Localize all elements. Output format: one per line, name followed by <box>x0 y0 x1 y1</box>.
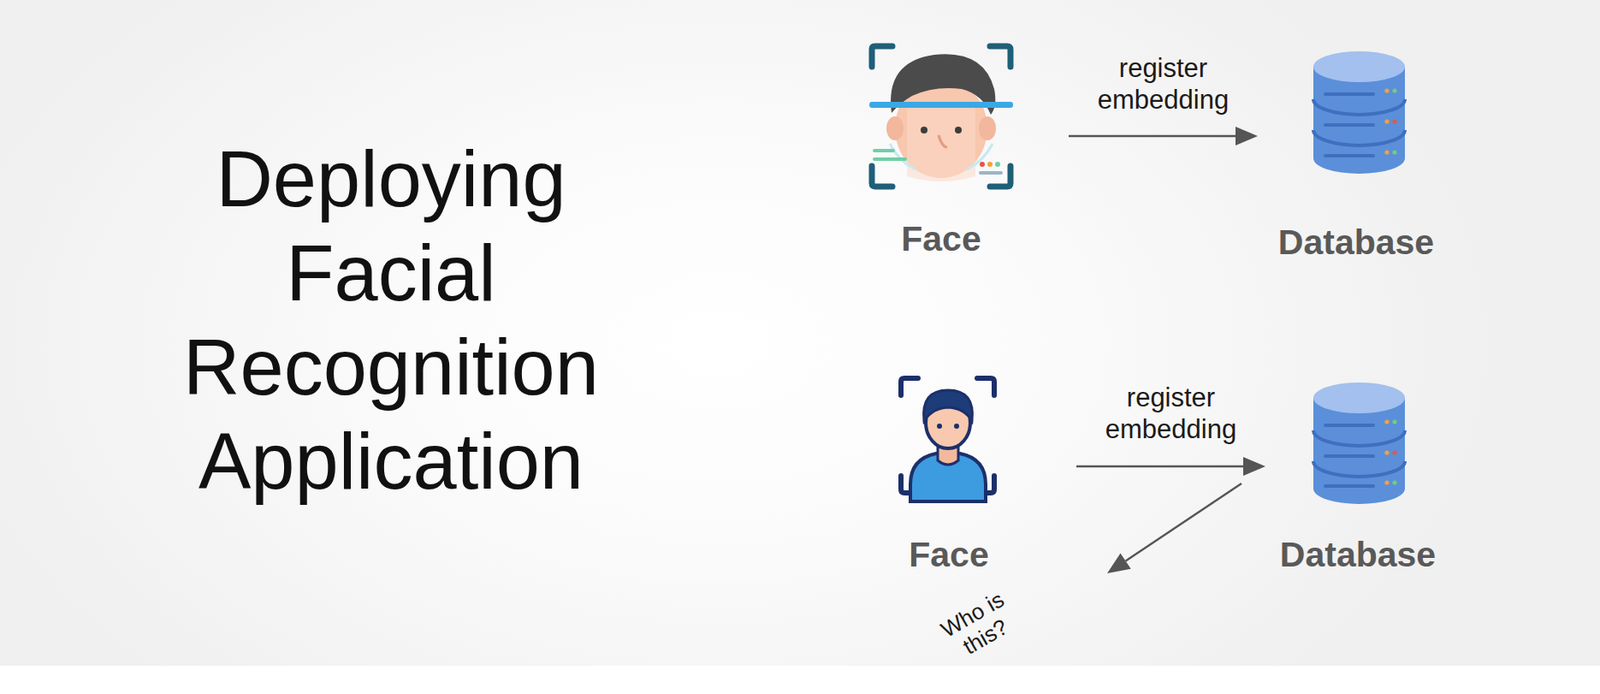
person-scan-icon <box>924 390 973 421</box>
database-icon <box>1384 419 1389 424</box>
face-scan-icon <box>966 143 993 170</box>
node-label: Database <box>1256 224 1456 261</box>
face-scan-icon <box>995 161 1001 167</box>
database-icon <box>1313 397 1405 504</box>
database-icon <box>1392 480 1397 485</box>
person-scan-icon <box>954 423 960 429</box>
edge-label: register embedding <box>1081 381 1262 445</box>
database-icon <box>1384 149 1389 155</box>
database-icon <box>1313 66 1405 174</box>
node-label: Face <box>850 220 1032 257</box>
arrow-connector <box>1107 483 1242 574</box>
face-scan-icon <box>920 126 928 134</box>
database-icon <box>1392 419 1397 424</box>
face-scan-icon <box>872 148 895 153</box>
database-icon <box>1313 51 1405 174</box>
person-scan-icon <box>936 423 943 429</box>
arrow-line <box>1076 465 1244 469</box>
face-scan-icon <box>987 161 993 167</box>
arrow-line <box>1125 483 1242 562</box>
database-icon <box>1313 461 1405 477</box>
arrow-head <box>1107 552 1132 574</box>
node-label: Database <box>1258 536 1458 573</box>
database-icon <box>1392 149 1397 155</box>
icon-node: Face <box>858 359 1040 573</box>
database-icon <box>1384 88 1389 93</box>
face-scan-icon <box>978 116 996 141</box>
database-icon <box>1325 425 1374 486</box>
face-scan-icon <box>938 135 948 148</box>
database-icon <box>1392 88 1397 93</box>
face-scan-icon <box>871 165 893 187</box>
face-scan-icon <box>872 157 907 161</box>
database-icon <box>1313 51 1405 83</box>
person-scan-icon <box>900 378 995 502</box>
icon-node: Database <box>1258 359 1458 573</box>
database-icon <box>1325 94 1374 156</box>
database-icon <box>1313 382 1405 414</box>
face-scan-icon <box>906 102 976 182</box>
database-icon <box>1384 118 1389 124</box>
database-icon <box>1313 382 1405 504</box>
database-icon <box>1384 480 1389 485</box>
face-scan-icon <box>889 143 916 170</box>
face-scan-icon <box>979 161 985 167</box>
database-icon <box>1384 450 1389 455</box>
face-scan-icon <box>989 165 1011 187</box>
database-icon <box>1313 430 1405 446</box>
person-scan-icon <box>977 378 995 396</box>
database-icon <box>1313 99 1405 115</box>
face-scan-icon <box>871 46 893 67</box>
face-scan-icon <box>954 126 962 134</box>
icon-node: Face <box>850 42 1032 257</box>
arrow-connector <box>1068 126 1258 146</box>
edge-label: register embedding <box>1073 52 1254 116</box>
person-scan-icon <box>900 378 919 396</box>
arrow-connector <box>1076 456 1266 476</box>
arrow-head <box>1235 126 1258 146</box>
face-scan-icon <box>869 101 1014 108</box>
face-scan-icon <box>886 116 904 141</box>
face-scan-icon <box>989 46 1011 67</box>
database-icon <box>1313 130 1405 146</box>
arrow-head <box>1243 456 1266 476</box>
face-scan-icon <box>978 171 1003 175</box>
face-scan-icon <box>869 46 1014 187</box>
node-label: Face <box>858 536 1040 573</box>
arrow-line <box>1068 135 1236 138</box>
database-icon <box>1392 118 1397 124</box>
icon-node: Database <box>1256 49 1456 261</box>
slide-title: Deploying Facial Recognition Application <box>117 131 665 509</box>
database-icon <box>1392 450 1397 455</box>
